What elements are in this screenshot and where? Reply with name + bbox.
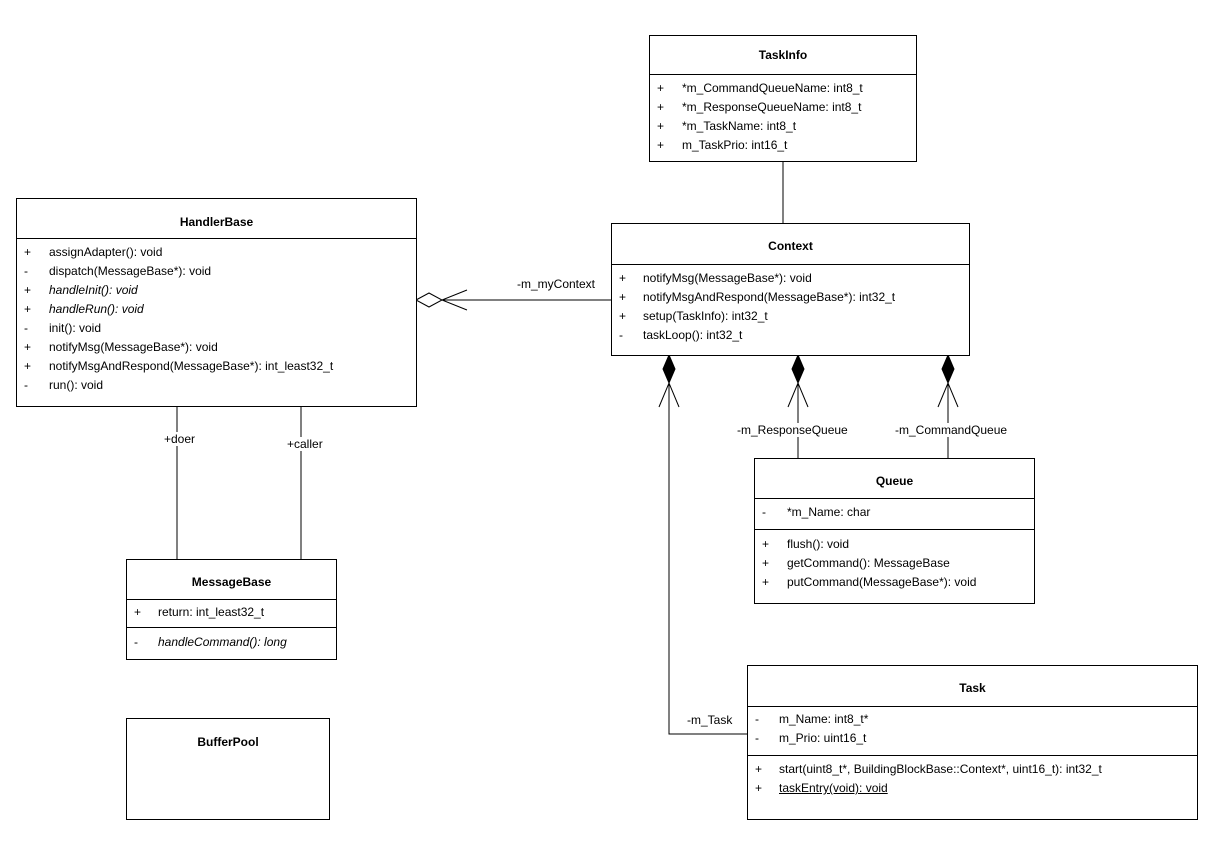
class-title: TaskInfo bbox=[650, 36, 916, 75]
class-title: Queue bbox=[755, 459, 1034, 499]
label-caller: +caller bbox=[286, 437, 324, 451]
operation-row: +notifyMsg(MessageBase*): void bbox=[619, 271, 812, 285]
class-title: HandlerBase bbox=[17, 199, 416, 239]
operation-row: +handleRun(): void bbox=[24, 302, 144, 316]
class-title: MessageBase bbox=[127, 560, 336, 600]
attribute-row: +*m_TaskName: int8_t bbox=[657, 119, 797, 133]
label-command-queue: -m_CommandQueue bbox=[894, 423, 1009, 437]
operation-row: +taskEntry(void): void bbox=[755, 781, 888, 795]
operation-row: -run(): void bbox=[24, 378, 104, 392]
label-doer: +doer bbox=[163, 432, 197, 446]
operation-row: -init(): void bbox=[24, 321, 102, 335]
class-bufferpool[interactable]: BufferPool bbox=[126, 718, 330, 820]
task-arrowhead bbox=[658, 381, 680, 408]
class-title: Task bbox=[748, 666, 1197, 707]
operation-row: +notifyMsgAndRespond(MessageBase*): int_… bbox=[24, 359, 334, 373]
operation-row: +handleInit(): void bbox=[24, 283, 138, 297]
operations-section: +start(uint8_t*, BuildingBlockBase::Cont… bbox=[748, 756, 1197, 798]
response-queue-arrowhead bbox=[787, 381, 809, 408]
operation-row: -dispatch(MessageBase*): void bbox=[24, 264, 212, 278]
command-queue-arrowhead bbox=[937, 381, 959, 408]
operation-row: +setup(TaskInfo): int32_t bbox=[619, 309, 768, 323]
operation-row: +notifyMsg(MessageBase*): void bbox=[24, 340, 218, 354]
attribute-row: -m_Prio: uint16_t bbox=[755, 731, 867, 745]
attribute-row: -*m_Name: char bbox=[762, 505, 871, 519]
attributes-section: +return: int_least32_t bbox=[127, 600, 336, 628]
command-queue-diamond bbox=[941, 353, 955, 385]
attribute-row: +*m_CommandQueueName: int8_t bbox=[657, 81, 863, 95]
operations-section: +notifyMsg(MessageBase*): void +notifyMs… bbox=[612, 265, 969, 351]
attribute-row: +return: int_least32_t bbox=[134, 605, 265, 619]
attributes-section: +*m_CommandQueueName: int8_t +*m_Respons… bbox=[650, 75, 916, 161]
operation-row: -handleCommand(): long bbox=[134, 635, 287, 649]
operation-row: +putCommand(MessageBase*): void bbox=[762, 575, 977, 589]
operations-section: -handleCommand(): long bbox=[127, 628, 336, 652]
aggregation-diamond bbox=[414, 292, 444, 308]
class-messagebase[interactable]: MessageBase +return: int_least32_t -hand… bbox=[126, 559, 337, 660]
class-title: BufferPool bbox=[197, 735, 259, 749]
class-queue[interactable]: Queue -*m_Name: char +flush(): void +get… bbox=[754, 458, 1035, 604]
task-diamond bbox=[662, 353, 676, 385]
operation-row: +start(uint8_t*, BuildingBlockBase::Cont… bbox=[755, 762, 1102, 776]
attribute-row: +*m_ResponseQueueName: int8_t bbox=[657, 100, 862, 114]
class-title: Context bbox=[612, 224, 969, 265]
operation-row: +flush(): void bbox=[762, 537, 850, 551]
attributes-section: -*m_Name: char bbox=[755, 499, 1034, 530]
attributes-section: -m_Name: int8_t* -m_Prio: uint16_t bbox=[748, 707, 1197, 756]
label-response-queue: -m_ResponseQueue bbox=[736, 423, 849, 437]
operation-row: -taskLoop(): int32_t bbox=[619, 328, 743, 342]
class-taskinfo[interactable]: TaskInfo +*m_CommandQueueName: int8_t +*… bbox=[649, 35, 917, 162]
operation-row: +assignAdapter(): void bbox=[24, 245, 163, 259]
class-task[interactable]: Task -m_Name: int8_t* -m_Prio: uint16_t … bbox=[747, 665, 1198, 820]
operations-section: +assignAdapter(): void -dispatch(Message… bbox=[17, 239, 416, 401]
label-task: -m_Task bbox=[686, 713, 734, 727]
class-handlerbase[interactable]: HandlerBase +assignAdapter(): void -disp… bbox=[16, 198, 417, 407]
operations-section: +flush(): void +getCommand(): MessageBas… bbox=[755, 530, 1034, 598]
label-my-context: -m_myContext bbox=[516, 277, 597, 291]
operation-row: +getCommand(): MessageBase bbox=[762, 556, 950, 570]
task-composition bbox=[668, 355, 747, 735]
operation-row: +notifyMsgAndRespond(MessageBase*): int3… bbox=[619, 290, 896, 304]
aggregation-arrowhead bbox=[440, 289, 468, 311]
attribute-row: +m_TaskPrio: int16_t bbox=[657, 138, 788, 152]
class-context[interactable]: Context +notifyMsg(MessageBase*): void +… bbox=[611, 223, 970, 356]
response-queue-diamond bbox=[791, 353, 805, 385]
attribute-row: -m_Name: int8_t* bbox=[755, 712, 869, 726]
